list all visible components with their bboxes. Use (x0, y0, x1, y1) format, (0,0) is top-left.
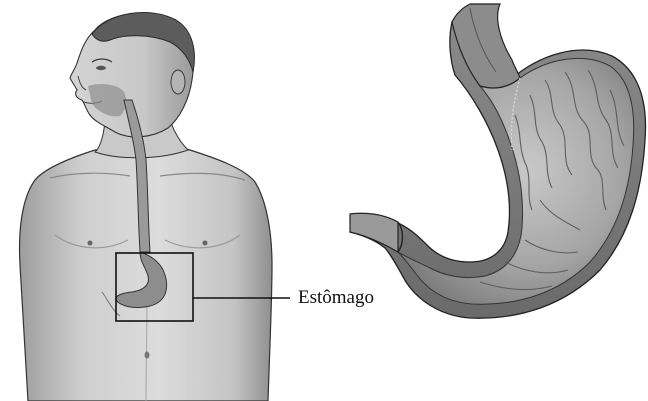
nipple-left (88, 241, 93, 246)
stomach-detail (350, 4, 646, 318)
navel (145, 352, 150, 359)
stomach-label: Estômago (298, 287, 374, 309)
duodenum (350, 213, 398, 252)
nipple-right (203, 241, 208, 246)
ear (171, 70, 185, 94)
eye (96, 66, 106, 70)
human-figure (20, 12, 272, 401)
